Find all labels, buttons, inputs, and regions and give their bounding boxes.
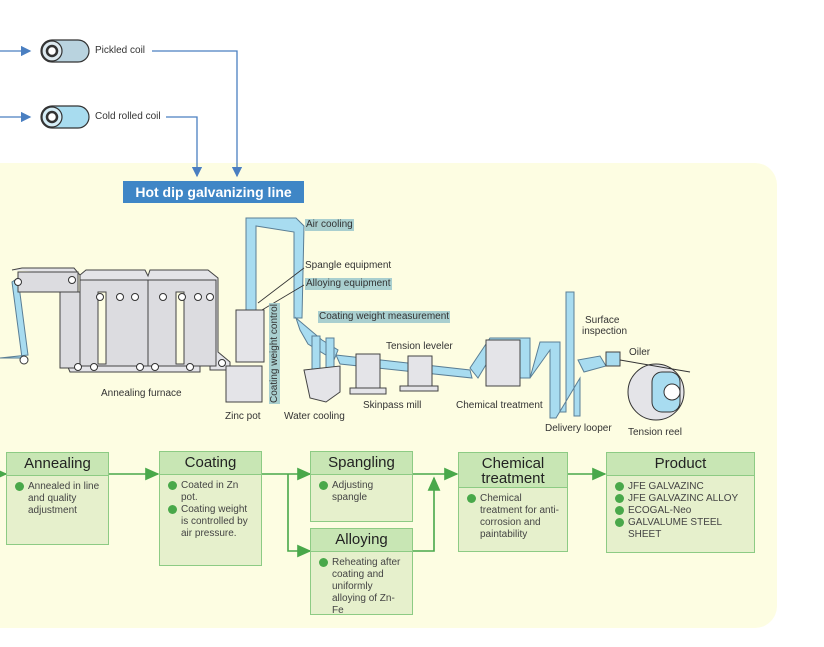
step-title: Annealing	[7, 453, 108, 476]
step-product: Product JFE GALVAZINC JFE GALVAZINC ALLO…	[606, 452, 755, 553]
bullet-icon	[168, 481, 177, 490]
bullet-icon	[615, 506, 624, 515]
tension-reel	[619, 359, 691, 421]
coating-weight-control-label: Coating weight control	[269, 303, 280, 404]
bullet-icon	[319, 558, 328, 567]
step-title: Spangling	[311, 452, 412, 475]
chemical-treatment-label: Chemical treatment	[456, 400, 543, 411]
step-item-text: Reheating after coating and uniformly al…	[332, 557, 401, 616]
step-chemical-treatment: Chemical treatment Chemical treatment fo…	[458, 452, 568, 552]
input-arrows	[0, 45, 243, 178]
bullet-icon	[15, 482, 24, 491]
annealing-furnace	[11, 267, 231, 373]
surface-inspection-label-1: Surface	[585, 315, 620, 326]
tension-leveler	[399, 355, 439, 392]
spangle-equipment-label: Spangle equipment	[305, 260, 391, 272]
step-item-text: Coating weight is controlled by air pres…	[181, 504, 248, 539]
coil-icon	[40, 105, 90, 129]
step-item: JFE GALVAZINC ALLOY	[615, 493, 748, 505]
bullet-icon	[615, 518, 624, 527]
spangle-equipment-text: Spangle equipment	[305, 260, 392, 271]
step-item: GALVALUME STEEL SHEET	[615, 517, 748, 541]
bullet-icon	[615, 482, 624, 491]
step-item: Coating weight is controlled by air pres…	[168, 504, 255, 540]
bullet-icon	[319, 481, 328, 490]
bullet-icon	[615, 494, 624, 503]
bullet-icon	[467, 494, 476, 503]
flow-arrows	[0, 467, 607, 558]
step-title: Coating	[160, 452, 261, 475]
annealing-furnace-label: Annealing furnace	[101, 388, 182, 399]
zinc-pot	[225, 309, 265, 403]
arrow-alloying-to-chemical	[413, 476, 441, 552]
air-cooling-label: Air cooling	[305, 219, 354, 231]
step-annealing: Annealing Annealed in line and quality a…	[6, 452, 109, 545]
step-item: ECOGAL-Neo	[615, 505, 748, 517]
bullet-icon	[168, 505, 177, 514]
arrow-cold-to-line	[166, 116, 203, 178]
oiler-unit	[605, 351, 621, 367]
step-item-text: ECOGAL-Neo	[628, 505, 692, 516]
coating-weight-measurement-label: Coating weight measurement	[318, 311, 451, 323]
surface-inspection-label-2: inspection	[582, 326, 628, 337]
step-item-text: Adjusting spangle	[332, 480, 374, 503]
alloying-equipment-label: Alloying equipment	[305, 278, 392, 290]
arrow-coating-to-alloying	[287, 474, 312, 558]
tension-reel-label: Tension reel	[628, 427, 682, 438]
step-item: Coated in Zn pot.	[168, 480, 255, 504]
chemical-treatment-unit	[485, 339, 521, 387]
step-coating: Coating Coated in Zn pot. Coating weight…	[159, 451, 262, 566]
step-item: Annealed in line and quality adjustment	[15, 481, 102, 517]
line-title: Hot dip galvanizing line	[123, 181, 304, 203]
step-item: Adjusting spangle	[319, 480, 406, 504]
step-item: Chemical treatment for anti-corrosion an…	[467, 493, 561, 541]
step-item: JFE GALVAZINC	[615, 481, 748, 493]
step-item-text: JFE GALVAZINC	[628, 481, 704, 492]
step-title: Product	[607, 453, 754, 476]
water-cooling-tank	[303, 365, 341, 403]
step-item-text: Coated in Zn pot.	[181, 480, 239, 503]
zinc-pot-label: Zinc pot	[225, 411, 261, 422]
step-title: Chemical treatment	[459, 453, 567, 488]
step-item-text: Annealed in line and quality adjustment	[28, 481, 100, 516]
step-alloying: Alloying Reheating after coating and uni…	[310, 528, 413, 617]
arrow-pickled-to-line	[152, 50, 243, 178]
step-spangling: Spangling Adjusting spangle	[310, 451, 413, 522]
step-title: Alloying	[311, 529, 412, 552]
skinpass-mill	[349, 353, 387, 395]
step-item-text: Chemical treatment for anti-corrosion an…	[480, 493, 559, 540]
skinpass-mill-label: Skinpass mill	[363, 400, 422, 411]
step-item-text: GALVALUME STEEL SHEET	[628, 517, 722, 540]
step-item-text: JFE GALVAZINC ALLOY	[628, 493, 739, 504]
step-item: Reheating after coating and uniformly al…	[319, 557, 406, 617]
cold-rolled-coil-label: Cold rolled coil	[95, 111, 161, 122]
pickled-coil-label: Pickled coil	[95, 45, 146, 56]
tension-leveler-label: Tension leveler	[386, 341, 453, 352]
coil-icon	[40, 39, 90, 63]
water-cooling-label: Water cooling	[284, 411, 345, 422]
oiler-label: Oiler	[629, 347, 651, 358]
delivery-looper-label: Delivery looper	[545, 423, 612, 434]
